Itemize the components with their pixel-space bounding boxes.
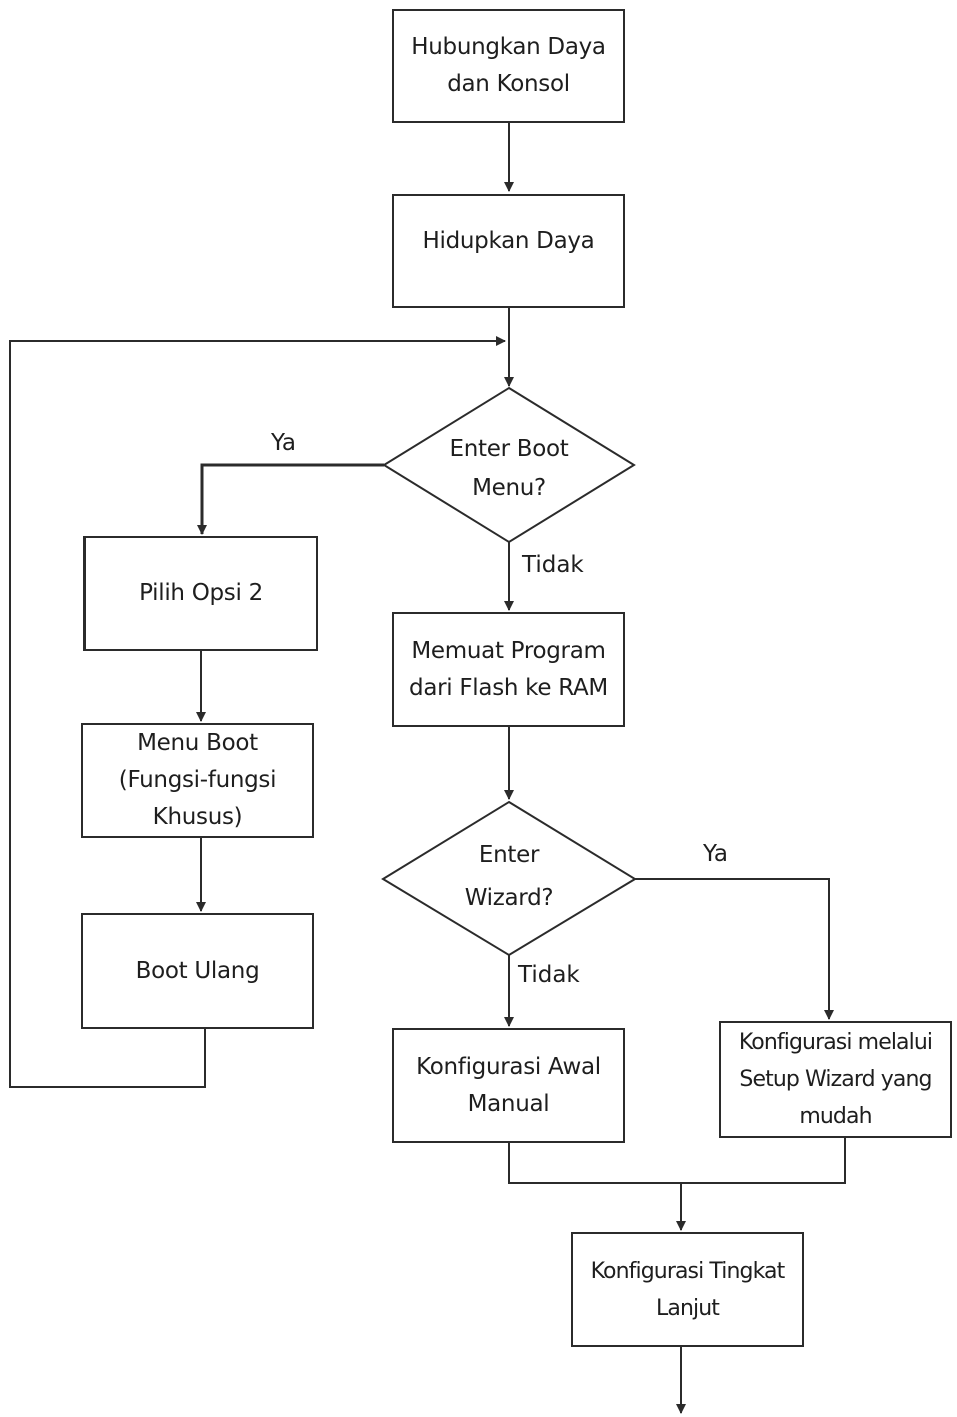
process-wizard-config-line-3: mudah (799, 1104, 872, 1129)
process-load-program: Memuat Program dari Flash ke RAM (392, 612, 625, 727)
decision-wizard-line-1: Enter (478, 842, 540, 868)
arrow-wizard-yes (635, 878, 834, 1020)
process-boot-menu-line-1: Menu Boot (137, 730, 258, 756)
process-wizard-config-line-1: Konfigurasi melalui (738, 1030, 933, 1055)
process-manual-config-line-1: Konfigurasi Awal (416, 1053, 601, 1080)
process-reboot: Boot Ulang (81, 913, 314, 1029)
edge-label-wizard-yes: Ya (703, 841, 728, 867)
process-manual-config: Konfigurasi Awal Manual (392, 1028, 625, 1143)
decision-wizard-line-2: Wizard? (464, 885, 554, 911)
decision-wizard-shape (381, 800, 637, 957)
process-advanced-config-line-1: Konfigurasi Tingkat (590, 1258, 786, 1284)
decision-boot-menu-line-2: Menu? (472, 475, 546, 501)
process-choose-option-label: Pilih Opsi 2 (139, 580, 263, 606)
process-manual-config-line-2: Manual (467, 1090, 550, 1117)
decision-boot-menu: Enter Boot Menu? (414, 430, 604, 508)
edge-label-wizard-no: Tidak (518, 962, 580, 988)
process-load-program-line-1: Memuat Program (411, 637, 606, 664)
edge-label-boot-yes: Ya (271, 430, 296, 456)
edge-label-boot-no: Tidak (522, 552, 584, 578)
decision-boot-menu-line-1: Enter Boot (449, 436, 569, 462)
process-reboot-label: Boot Ulang (135, 957, 260, 984)
process-advanced-config: Konfigurasi Tingkat Lanjut (571, 1232, 804, 1347)
process-boot-menu: Menu Boot (Fungsi-fungsi Khusus) (81, 723, 314, 838)
process-advanced-config-line-2: Lanjut (656, 1295, 720, 1321)
arrow-loop-reboot-to-decision (9, 336, 506, 1088)
process-connect-power-line-1: Hubungkan Daya (411, 34, 606, 60)
process-boot-menu-line-3: Khusus) (152, 804, 243, 830)
process-load-program-line-2: dari Flash ke RAM (409, 674, 608, 701)
process-connect-power: Hubungkan Daya dan Konsol (392, 9, 625, 123)
process-wizard-config: Konfigurasi melalui Setup Wizard yang mu… (719, 1021, 952, 1138)
process-connect-power-line-2: dan Konsol (447, 71, 570, 97)
process-wizard-config-line-2: Setup Wizard yang (739, 1067, 932, 1092)
connector-merge (508, 1137, 846, 1184)
process-power-on: Hidupkan Daya (392, 194, 625, 308)
decision-boot-menu-shape (382, 386, 636, 544)
process-power-on-label: Hidupkan Daya (422, 228, 595, 254)
process-choose-option: Pilih Opsi 2 (83, 536, 318, 651)
decision-wizard: Enter Wizard? (414, 834, 604, 920)
arrow-boot-yes (197, 463, 384, 535)
process-boot-menu-line-2: (Fungsi-fungsi (118, 767, 277, 793)
